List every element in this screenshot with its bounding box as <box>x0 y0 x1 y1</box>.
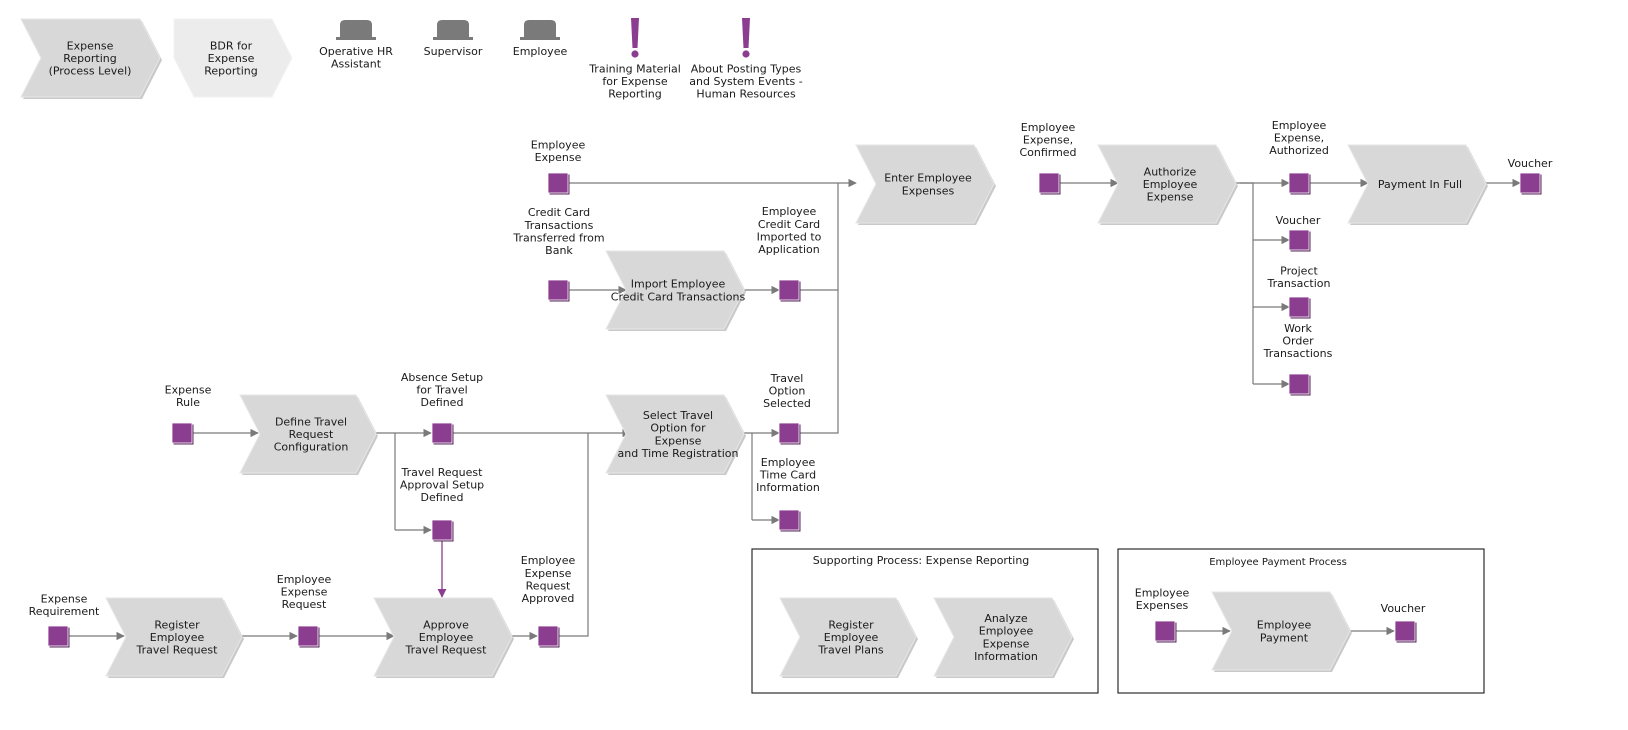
event-expense-rule[interactable] <box>171 422 193 444</box>
person-icon <box>524 20 556 38</box>
event-pay-employee-expenses[interactable] <box>1154 620 1176 642</box>
legend-process-level[interactable] <box>20 18 161 98</box>
function-authorize-employee-expense[interactable] <box>1097 144 1237 224</box>
legend-role-2-label: Employee <box>513 45 568 58</box>
person-icon-base <box>336 37 376 40</box>
exclamation-icon <box>631 18 639 48</box>
event-cc-imported[interactable] <box>778 279 800 301</box>
event-employee-expense[interactable] <box>547 172 569 194</box>
event-work-order[interactable] <box>1288 373 1310 395</box>
legend-bdr[interactable] <box>173 18 293 98</box>
event-pay-voucher[interactable] <box>1394 620 1416 642</box>
exclamation-icon-dot <box>631 50 639 58</box>
function-payment-in-full[interactable] <box>1347 144 1487 224</box>
event-pay-voucher-label: Voucher <box>1381 602 1426 615</box>
function-select-travel-option[interactable] <box>605 394 745 474</box>
function-define-travel-request[interactable] <box>239 394 377 474</box>
event-voucher-branch[interactable] <box>1288 229 1310 251</box>
function-enter-employee-expenses[interactable] <box>855 144 995 224</box>
payment-process-title: Employee Payment Process <box>1209 557 1347 568</box>
supporting-process-title: Supporting Process: Expense Reporting <box>813 554 1030 567</box>
event-approval-setup[interactable] <box>431 519 453 541</box>
event-expense-confirmed[interactable] <box>1038 172 1060 194</box>
exclamation-icon-dot <box>742 50 750 58</box>
legend-role-1-label: Supervisor <box>424 45 483 58</box>
event-expense-requirement[interactable] <box>47 625 69 647</box>
event-absence-setup[interactable] <box>431 422 453 444</box>
supporting-process-frame <box>751 548 1099 694</box>
event-project-transaction[interactable] <box>1288 296 1310 318</box>
conn-approved-to-select <box>559 433 589 637</box>
event-cc-transferred[interactable] <box>547 279 569 301</box>
exclamation-icon <box>742 18 750 48</box>
event-travel-selected[interactable] <box>778 422 800 444</box>
conn-travelsel-merge <box>800 290 839 434</box>
event-time-card[interactable] <box>778 509 800 531</box>
person-icon-base <box>520 37 560 40</box>
person-icon <box>437 20 469 38</box>
person-icon <box>340 20 372 38</box>
connectors <box>68 178 1521 641</box>
supporting-item-analyze-expense[interactable] <box>933 597 1073 677</box>
function-employee-payment[interactable] <box>1211 591 1351 671</box>
person-icon-base <box>433 37 473 40</box>
event-expense-authorized[interactable] <box>1288 172 1310 194</box>
event-voucher-out[interactable] <box>1519 172 1541 194</box>
event-expense-request[interactable] <box>297 625 319 647</box>
function-approve-travel-request[interactable] <box>373 597 513 677</box>
payment-process-frame <box>1117 548 1485 694</box>
function-payment-in-full-label: Payment In Full <box>1378 178 1462 191</box>
event-request-approved[interactable] <box>537 625 559 647</box>
function-register-travel-request[interactable] <box>105 597 243 677</box>
supporting-item-register-travel-plans[interactable] <box>779 597 917 677</box>
function-import-credit-card[interactable] <box>605 250 745 330</box>
event-voucher-branch-label: Voucher <box>1276 214 1321 227</box>
conn-authorize-branch <box>1240 182 1254 384</box>
event-voucher-out-label: Voucher <box>1508 157 1553 170</box>
